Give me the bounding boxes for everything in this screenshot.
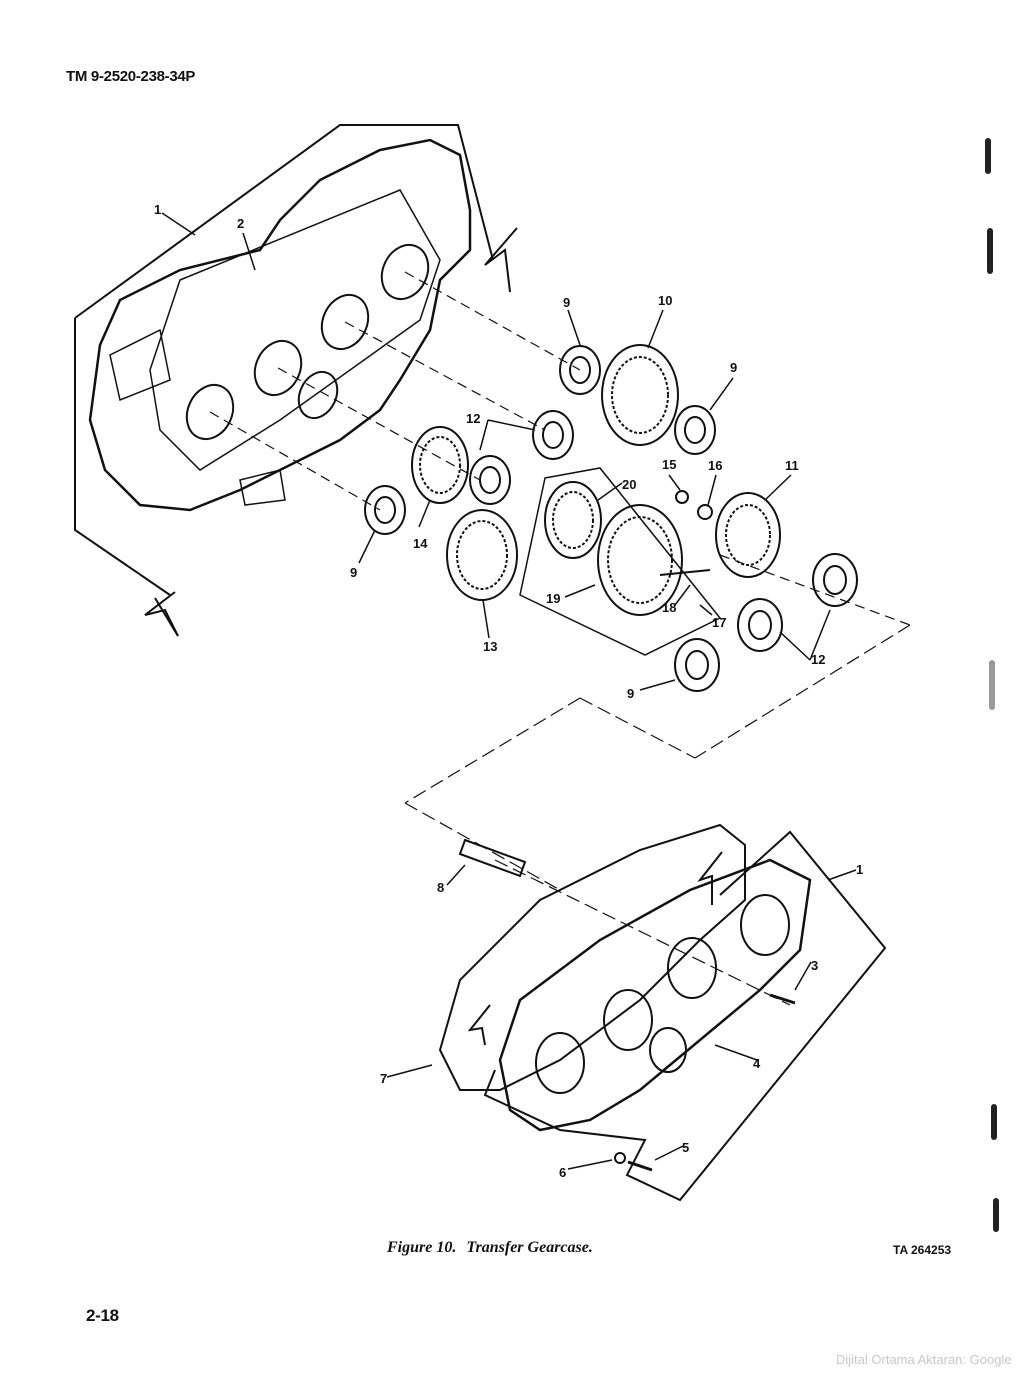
binding-mark xyxy=(993,1198,999,1232)
callout-10: 10 xyxy=(658,293,672,308)
callout-12-a: 12 xyxy=(466,411,480,426)
callout-14: 14 xyxy=(413,536,428,551)
callout-9-c: 9 xyxy=(350,565,357,580)
binding-mark xyxy=(991,1104,997,1140)
callout-3: 3 xyxy=(811,958,818,973)
callout-19: 19 xyxy=(546,591,560,606)
callout-6: 6 xyxy=(559,1165,566,1180)
callout-17: 17 xyxy=(712,615,726,630)
binding-mark xyxy=(987,228,993,274)
callout-12-b: 12 xyxy=(811,652,825,667)
callout-9-d: 9 xyxy=(627,686,634,701)
binding-mark xyxy=(985,138,991,174)
page-number: 2-18 xyxy=(86,1306,119,1325)
callout-1-upper: 1 xyxy=(154,202,161,217)
callout-4: 4 xyxy=(753,1056,761,1071)
figure-caption: Figure 10. Transfer Gearcase. xyxy=(387,1239,603,1257)
callout-2: 2 xyxy=(237,216,244,231)
figure-caption-number: Figure 10. xyxy=(387,1239,457,1256)
callout-18: 18 xyxy=(662,600,676,615)
callout-13: 13 xyxy=(483,639,497,654)
ta-code: TA 264253 xyxy=(893,1243,952,1257)
callout-16: 16 xyxy=(708,458,722,473)
callout-9-b: 9 xyxy=(730,360,737,375)
binding-mark xyxy=(989,660,995,710)
callout-15: 15 xyxy=(662,457,676,472)
callout-20: 20 xyxy=(622,477,636,492)
callout-8: 8 xyxy=(437,880,444,895)
callout-1-lower: 1 xyxy=(856,862,863,877)
figure-caption-title: Transfer Gearcase. xyxy=(466,1239,593,1256)
callout-7: 7 xyxy=(380,1071,387,1086)
document-number: TM 9-2520-238-34P xyxy=(66,68,196,85)
callout-11: 11 xyxy=(785,458,799,473)
callout-9-a: 9 xyxy=(563,295,570,310)
watermark: Dijital Ortama Aktaran: Google xyxy=(836,1352,1012,1367)
callout-5: 5 xyxy=(682,1140,689,1155)
